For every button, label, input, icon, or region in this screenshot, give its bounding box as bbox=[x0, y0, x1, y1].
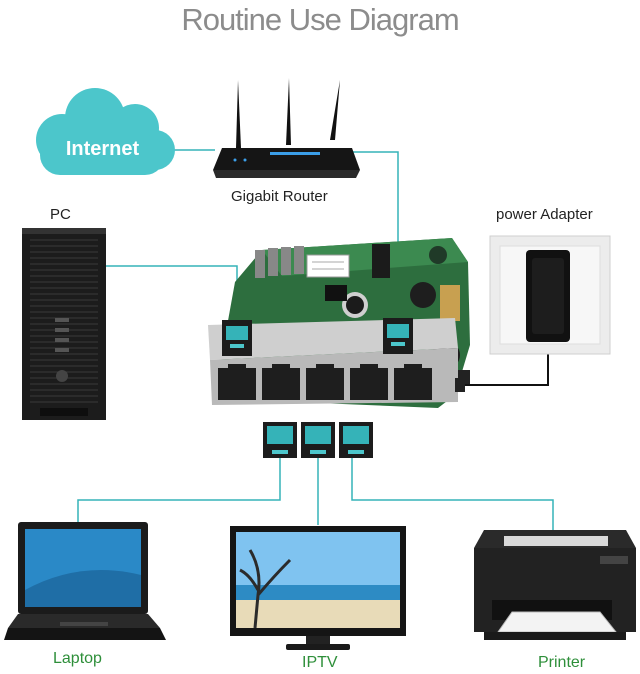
pc-label: PC bbox=[50, 206, 71, 223]
network-switch-icon bbox=[208, 238, 470, 408]
internet-cloud-label-wrap: Internet bbox=[40, 138, 165, 161]
cable-pc-switch bbox=[106, 265, 238, 320]
cable-printer bbox=[351, 455, 554, 530]
rj45-plugs-icon bbox=[263, 422, 373, 458]
tv-icon bbox=[230, 526, 406, 650]
pc-tower-icon bbox=[22, 228, 106, 420]
internet-label: Internet bbox=[65, 138, 140, 160]
printer-label: Printer bbox=[538, 654, 586, 671]
laptop-icon bbox=[4, 522, 166, 640]
power-adapter-icon bbox=[489, 235, 611, 355]
iptv-label: IPTV bbox=[302, 654, 338, 671]
printer-icon bbox=[474, 530, 636, 640]
cable-power-adapter bbox=[455, 345, 549, 386]
laptop-label: Laptop bbox=[53, 650, 102, 667]
power-adapter-label: power Adapter bbox=[496, 206, 593, 223]
page-title: Routine Use Diagram bbox=[181, 2, 459, 37]
cable-laptop bbox=[77, 455, 281, 522]
router-label: Gigabit Router bbox=[231, 188, 328, 205]
router-icon bbox=[213, 78, 360, 178]
cloud-icon bbox=[36, 88, 175, 175]
